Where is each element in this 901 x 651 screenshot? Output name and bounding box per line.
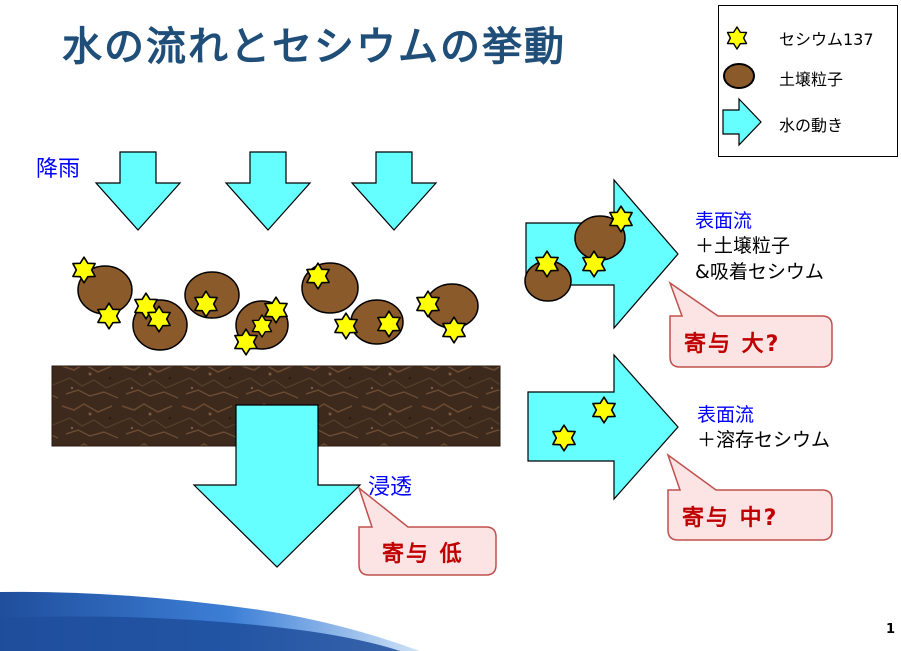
legend-label-cesium: セシウム137 (779, 30, 874, 49)
slide-title: 水の流れとセシウムの挙動 (62, 24, 566, 70)
surface-flow-1-particles (524, 205, 633, 302)
callout-medium-text: 寄与 中? (682, 506, 779, 531)
callout-large-shape (668, 281, 833, 368)
star-icon (726, 26, 748, 50)
surface-flow-1-line2: &吸着セシウム (695, 261, 824, 283)
legend-label-soil: 土壌粒子 (779, 70, 844, 89)
rain-arrow (94, 151, 182, 231)
page-number: 1 (885, 622, 895, 637)
surface-flow-2-title: 表面流 (697, 404, 755, 426)
surface-flow-arrow-2 (527, 353, 679, 501)
soil-particle-icon (723, 63, 755, 89)
legend-icons (722, 26, 762, 147)
surface-flow-2-text: 表面流 ＋溶存セシウム (697, 400, 830, 453)
infiltration-label: 浸透 (368, 475, 413, 500)
surface-flow-1-text: 表面流 ＋土壌粒子 &吸着セシウム (695, 206, 824, 285)
callout-medium-shape (666, 452, 833, 541)
rain-arrow (224, 151, 312, 231)
surface-flow-1-title: 表面流 (695, 210, 753, 232)
arrow-icon (722, 97, 762, 147)
surface-flow-1-line1: ＋土壌粒子 (695, 235, 791, 257)
callout-low-shape (357, 485, 497, 576)
callout-low-text: 寄与 低 (382, 542, 464, 567)
infiltration-arrow (192, 404, 362, 568)
legend-box: セシウム137 土壌粒子 水の動き (718, 5, 898, 157)
legend-label-water: 水の動き (779, 116, 844, 135)
surface-flow-2-line1: ＋溶存セシウム (697, 429, 831, 451)
rainfall-label: 降雨 (36, 157, 81, 182)
rain-arrow (350, 151, 438, 231)
callout-large-text: 寄与 大? (684, 332, 781, 357)
